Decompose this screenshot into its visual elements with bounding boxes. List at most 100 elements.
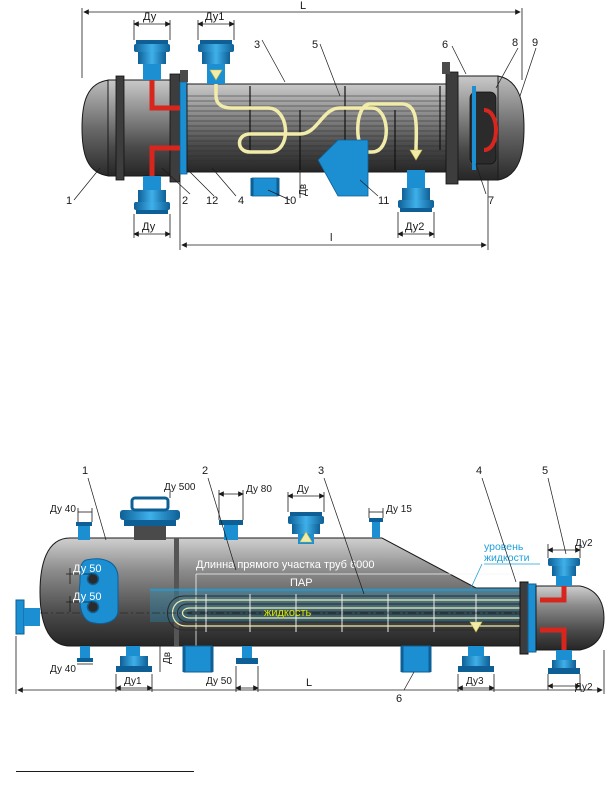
svg-text:10: 10 [284,195,296,207]
dim-du15: Ду 15 [368,504,412,518]
shell-body [186,83,450,173]
callouts-figure-1: 1 2 3 4 5 6 7 8 9 10 11 12 [66,37,538,207]
vapor-label: ПАР [290,577,313,589]
callouts-figure-2: 1 2 3 4 5 6 [82,465,567,705]
heat-exchanger-diagram-2: Длинна прямого участка труб 6000 ПАР жид… [15,465,605,705]
svg-text:Ду 15: Ду 15 [386,504,412,515]
dim-du50-bottom: Ду 50 [206,666,259,692]
left-flange-2 [169,73,181,183]
svg-text:Ду: Ду [142,221,156,233]
dim-du80: Ду 80 [218,484,272,520]
manhole-du500 [120,496,180,540]
left-flange [115,75,125,181]
left-head [81,79,111,177]
baffles [249,86,441,170]
svg-text:6: 6 [442,39,448,51]
nozzle-du2-top [548,558,580,586]
nozzle-du40-top [76,522,92,540]
svg-text:l: l [330,232,332,244]
dim-du2-top: Ду2 [547,538,593,558]
liquid-level-label-1: уровень [484,541,524,553]
dim-du3-bottom: Ду3 [457,674,495,692]
dimension-du-bottom: Ду [133,214,171,238]
tube-return-flow [483,108,498,152]
svg-text:Ду 40: Ду 40 [50,664,76,675]
svg-text:5: 5 [312,39,318,51]
svg-text:Ду1: Ду1 [124,676,142,687]
svg-text:2: 2 [182,195,188,207]
nozzle-bottom-right [398,170,434,212]
channel-flange-a [519,581,529,655]
svg-text:8: 8 [512,37,518,49]
shell-flange [174,538,179,646]
support-pad-10 [251,177,279,197]
svg-text:12: 12 [206,195,218,207]
svg-text:Ду 50: Ду 50 [206,676,232,687]
svg-text:1: 1 [82,465,88,477]
dimension-du2-bottom: Ду2 [397,212,435,238]
svg-text:L: L [306,677,312,689]
dimension-du-top: Ду [133,11,171,40]
svg-text:2: 2 [202,465,208,477]
liquid-level-label-2: жидкости [484,552,530,564]
dim-label-L: L [300,0,306,12]
svg-text:9: 9 [532,37,538,49]
dim-du1-bottom: Ду1 [115,674,153,692]
liquid-region [150,588,520,622]
svg-text:Ду2: Ду2 [575,538,593,549]
right-head [497,75,525,181]
svg-text:Ду 40: Ду 40 [50,504,76,515]
svg-text:7: 7 [488,195,494,207]
flow-arrow-out [409,149,423,161]
nozzle-du50-b-ring [86,600,100,614]
dim-du40-top: Ду 40 [50,504,93,522]
svg-text:6: 6 [396,693,402,705]
svg-text:Ду 500: Ду 500 [164,482,196,493]
saddle-support-right [400,645,432,673]
svg-text:Дв: Дв [298,184,309,196]
svg-text:Ду: Ду [143,11,157,23]
dimension-overall-length: L [81,0,523,80]
dim-du50-side: Ду 50 Ду 50 [66,563,101,612]
nozzle-du4-bottom [116,646,152,672]
saddle-support-left [182,645,214,673]
svg-text:1: 1 [66,195,72,207]
svg-text:Дв: Дв [162,652,173,664]
nozzle-du50-bottom [236,646,258,664]
dim-du500: Ду 500 [164,482,196,498]
vapor-dome [317,139,369,197]
heat-exchanger-diagram-1: L [66,0,538,250]
svg-text:11: 11 [378,195,389,207]
nozzle-du15 [369,518,383,538]
svg-text:4: 4 [238,195,244,207]
svg-text:5: 5 [542,465,548,477]
svg-text:Ду2: Ду2 [575,682,593,693]
svg-text:Ду3: Ду3 [466,676,484,687]
left-end-flange [15,599,25,635]
svg-text:Ду2: Ду2 [405,221,424,233]
channel-head [535,585,605,651]
nozzle-top-left [134,40,170,80]
shell-side-flow [214,72,419,154]
nozzle-du50-a-ring [86,572,100,586]
nozzle-du3-bottom [458,621,494,672]
dim-du40-bottom: Ду 40 [50,663,93,675]
channel-flow-out [540,627,567,656]
svg-text:3: 3 [318,465,324,477]
nozzle-du2-bottom [548,650,580,674]
svg-text:4: 4 [476,465,482,477]
svg-text:Ду 50: Ду 50 [73,563,101,575]
svg-text:Ду: Ду [297,484,309,495]
nozzle-bottom-left [134,176,170,214]
liquid-label: жидкость [264,607,312,619]
svg-text:Ду1: Ду1 [205,11,224,23]
dimension-dv: Дв [298,172,309,198]
nozzle-top-mid [198,40,234,84]
dimension-du1-top: Ду1 [197,11,235,40]
footnote-rule [16,771,194,772]
dim-overall-L: L [15,636,605,694]
channel-flange-b [527,583,537,653]
dim-dv: Дв [159,646,173,672]
svg-text:Ду 80: Ду 80 [246,484,272,495]
nozzle-du40-bottom [77,646,93,662]
